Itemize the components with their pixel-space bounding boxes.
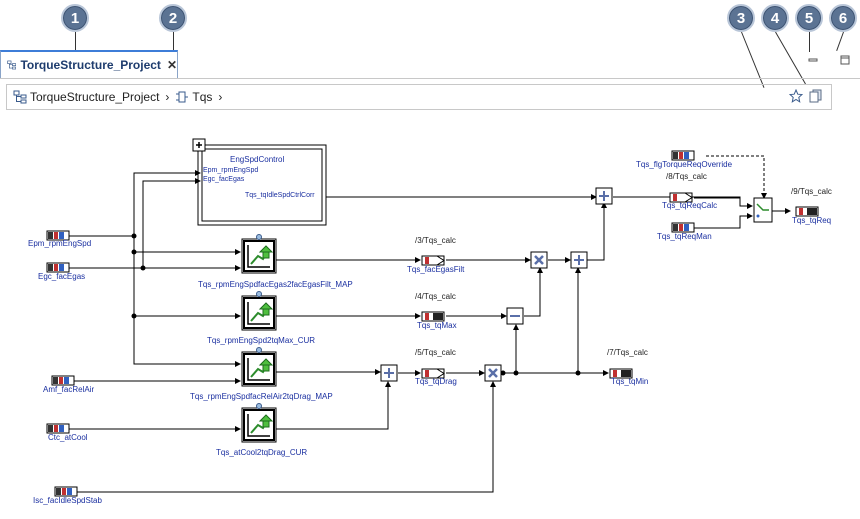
project-structure-icon	[13, 90, 27, 104]
module-icon	[176, 91, 189, 103]
message-tqmin[interactable]	[609, 368, 633, 379]
inport-amf[interactable]	[51, 375, 75, 386]
signal-label: Tqs_tqReqCalc	[662, 201, 717, 210]
message-tqmax[interactable]	[421, 311, 445, 322]
signal-label: Tqs_facEgasFilt	[407, 265, 465, 274]
subsystem-in2-label: Egc_facEgas	[203, 176, 245, 183]
block-diagram-canvas: EngSpdControl Epm_rpmEngSpd Egc_facEgas …	[0, 118, 860, 514]
inport-label: Amf_facRelAir	[43, 385, 94, 394]
map-label: Tqs_rpmEngSpdfacEgas2facEgasFilt_MAP	[198, 280, 353, 289]
curve-block-max[interactable]	[241, 290, 277, 331]
map-label: Tqs_rpmEngSpdfacRelAir2tqDrag_MAP	[190, 392, 333, 401]
callout-5-line	[809, 32, 810, 52]
plus-operator-sum3[interactable]	[595, 187, 613, 205]
message-tqdrag[interactable]	[421, 368, 445, 379]
message-egasfilt[interactable]	[421, 255, 445, 266]
subsystem-out-label: Tqs_tqIdleSpdCtrlCorr	[245, 192, 315, 199]
inport-isc[interactable]	[54, 486, 78, 497]
message-reqcalc[interactable]	[669, 192, 693, 203]
breadcrumb-item-project[interactable]: TorqueStructure_Project	[13, 90, 159, 104]
project-structure-icon	[7, 60, 17, 70]
inport-label: Tqs_flgTorqueReqOverride	[636, 160, 733, 169]
switch-block[interactable]	[753, 197, 773, 223]
subsystem-in1-label: Epm_rpmEngSpd	[203, 167, 258, 174]
chevron-right-icon[interactable]: ›	[165, 90, 170, 104]
outport-tqreq[interactable]	[795, 206, 819, 217]
expand-icon	[196, 142, 202, 148]
inport-label: Isc_facIdleSpdStab	[33, 496, 102, 505]
plus-operator-sum1[interactable]	[380, 364, 398, 382]
inport-label: Egc_facEgas	[38, 272, 85, 281]
minus-operator[interactable]	[506, 307, 524, 325]
calc-label: /7/Tqs_calc	[607, 348, 648, 357]
multiply-operator[interactable]	[484, 364, 502, 382]
inport-label: Tqs_tqReqMan	[657, 232, 712, 241]
inport-reqman[interactable]	[671, 222, 695, 233]
callout-6-line	[836, 31, 844, 51]
calc-label: /8/Tqs_calc	[666, 172, 707, 181]
subsystem-engspdcontrol[interactable]: EngSpdControl Epm_rpmEngSpd Egc_facEgas …	[192, 138, 327, 226]
callout-1: 1	[61, 4, 89, 32]
calc-label: /9/Tqs_calc	[791, 187, 832, 196]
breadcrumb: TorqueStructure_Project › Tqs ›	[6, 84, 832, 110]
callout-2-line	[173, 32, 174, 58]
tab-torque-structure[interactable]: TorqueStructure_Project ✕	[0, 50, 178, 78]
curve-block-cool[interactable]	[241, 402, 277, 443]
breadcrumb-label: TorqueStructure_Project	[30, 90, 160, 104]
callout-2: 2	[159, 4, 187, 32]
close-icon[interactable]: ✕	[166, 58, 177, 72]
map-label: Tqs_atCool2tqDrag_CUR	[216, 448, 307, 457]
copy-icon[interactable]	[809, 89, 823, 103]
signal-label: Tqs_tqDrag	[415, 377, 457, 386]
callout-6: 6	[829, 4, 857, 32]
star-icon[interactable]	[789, 89, 803, 103]
subsystem-title: EngSpdControl	[230, 155, 284, 164]
plus-operator-sum2[interactable]	[570, 251, 588, 269]
calc-label: /4/Tqs_calc	[415, 292, 456, 301]
signal-label: Tqs_tqReq	[792, 216, 831, 225]
inport-label: Ctc_atCool	[48, 433, 88, 442]
inport-ctc[interactable]	[46, 423, 70, 434]
callout-3: 3	[727, 4, 755, 32]
map-block-egas[interactable]	[241, 233, 277, 274]
chevron-right-icon[interactable]: ›	[218, 90, 223, 104]
breadcrumb-item-tqs[interactable]: Tqs	[175, 90, 212, 104]
inport-label: Epm_rpmEngSpd	[28, 239, 91, 248]
signal-label: Tqs_tqMin	[611, 377, 648, 386]
calc-label: /3/Tqs_calc	[415, 236, 456, 245]
inport-flg[interactable]	[671, 150, 695, 161]
map-block-drag[interactable]	[241, 346, 277, 387]
calc-label: /5/Tqs_calc	[415, 348, 456, 357]
divide-operator[interactable]	[530, 251, 548, 269]
signal-label: Tqs_tqMax	[417, 321, 457, 330]
callout-1-line	[75, 32, 76, 52]
maximize-icon[interactable]	[839, 54, 851, 66]
breadcrumb-label: Tqs	[192, 90, 213, 104]
callout-4: 4	[761, 4, 789, 32]
tab-title: TorqueStructure_Project	[20, 58, 161, 72]
map-label: Tqs_rpmEngSpd2tqMax_CUR	[207, 336, 315, 345]
inport-egc[interactable]	[46, 262, 70, 273]
minimize-icon[interactable]	[807, 54, 819, 66]
editor-tab-bar: TorqueStructure_Project ✕	[0, 50, 860, 79]
callout-5: 5	[795, 4, 823, 32]
block-diagram: EngSpdControl Epm_rpmEngSpd Egc_facEgas …	[28, 138, 832, 505]
